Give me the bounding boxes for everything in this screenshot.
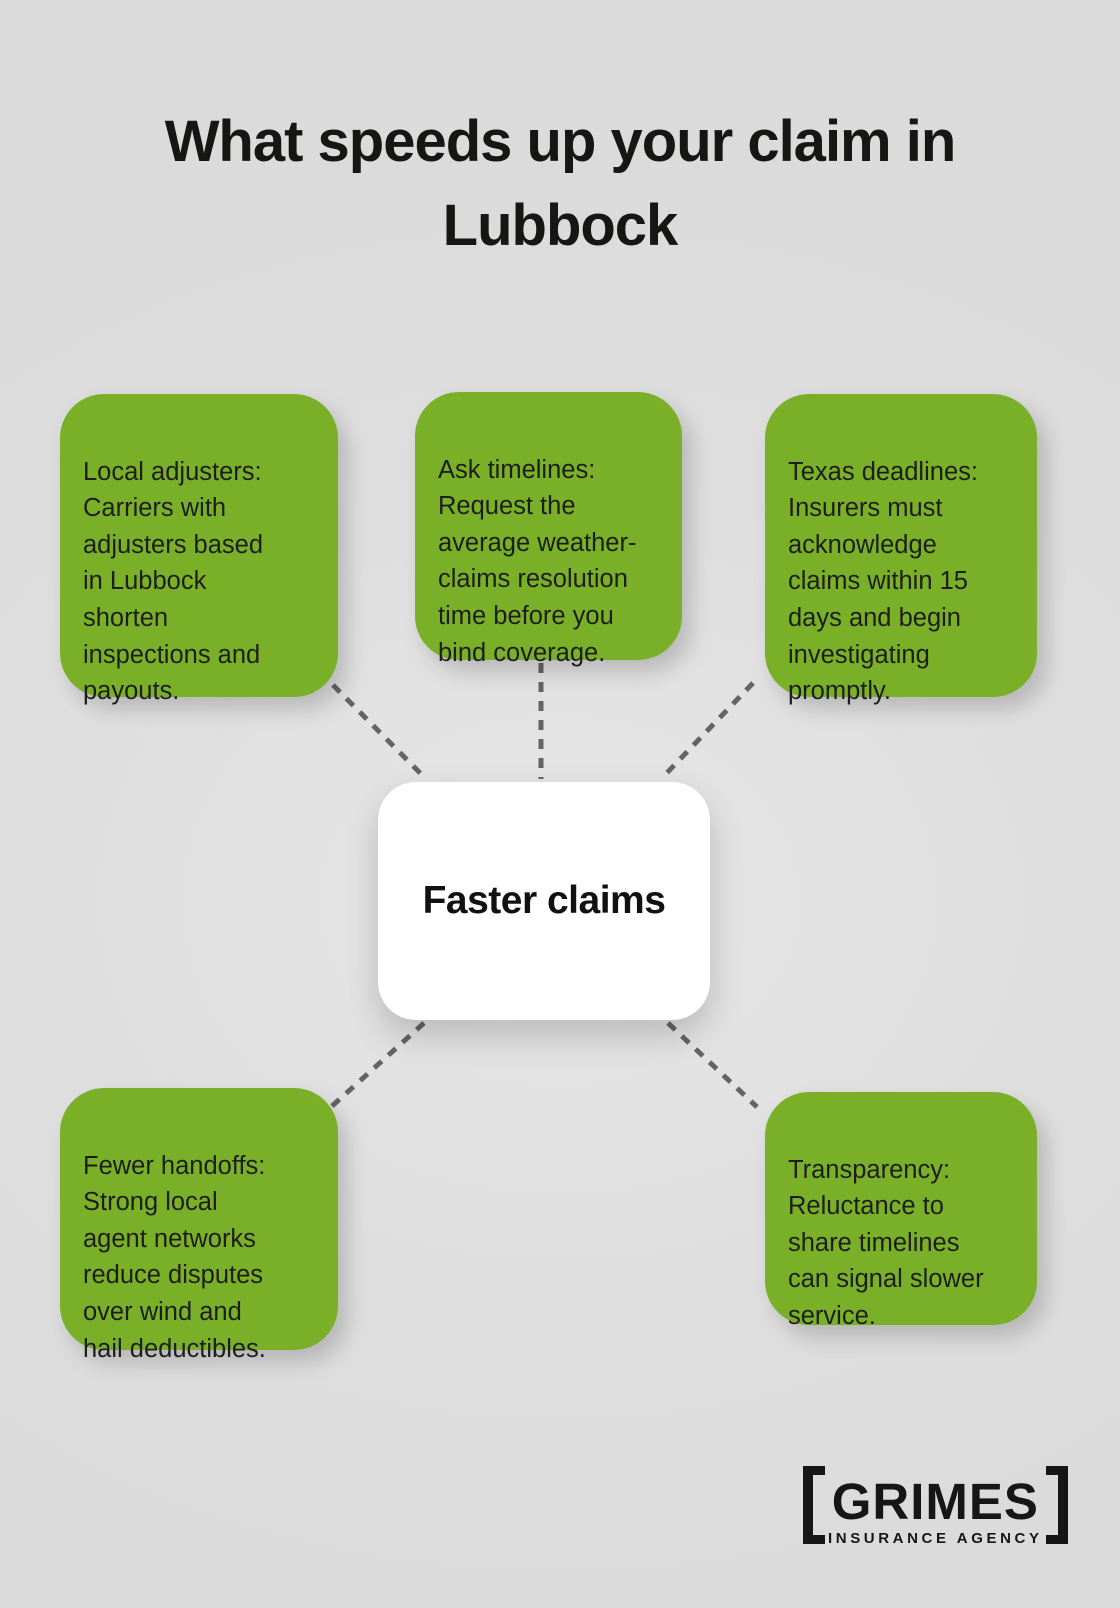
logo-right-bracket-icon <box>1045 1466 1068 1544</box>
factor-fewer-handoffs: Fewer handoffs: Strong local agent netwo… <box>60 1088 338 1363</box>
page-title: What speeds up your claim in Lubbock <box>164 109 957 259</box>
connector-top-left <box>331 683 427 780</box>
factor-transparency-text: Transparency: Reluctance to share timeli… <box>788 1155 984 1330</box>
connector-top-right <box>660 681 755 780</box>
logo-left-bracket-icon <box>803 1466 825 1544</box>
factor-local-adjusters-text: Local adjusters: Carriers with adjusters… <box>83 457 264 706</box>
center-node: Faster claims <box>378 782 710 1020</box>
connector-bottom-left <box>329 1021 426 1109</box>
factor-local-adjusters: Local adjusters: Carriers with adjusters… <box>60 394 338 705</box>
logo-text: GRIMES INSURANCE AGENCY <box>828 1466 1043 1547</box>
factor-texas-deadlines-text: Texas deadlines: Insurers must acknowled… <box>788 457 978 706</box>
logo-tagline: INSURANCE AGENCY <box>828 1529 1043 1547</box>
logo-name: GRIMES <box>831 1473 1039 1530</box>
grimes-logo: GRIMES INSURANCE AGENCY <box>803 1466 1068 1547</box>
factor-ask-timelines: Ask timelines: Request the average weath… <box>415 392 682 667</box>
connector-bottom-right <box>666 1021 759 1109</box>
factor-transparency: Transparency: Reluctance to share timeli… <box>765 1092 1037 1330</box>
factor-texas-deadlines: Texas deadlines: Insurers must acknowled… <box>765 394 1037 705</box>
factor-ask-timelines-text: Ask timelines: Request the average weath… <box>438 455 637 667</box>
center-node-label: Faster claims <box>422 879 666 922</box>
factor-fewer-handoffs-text: Fewer handoffs: Strong local agent netwo… <box>83 1151 266 1363</box>
